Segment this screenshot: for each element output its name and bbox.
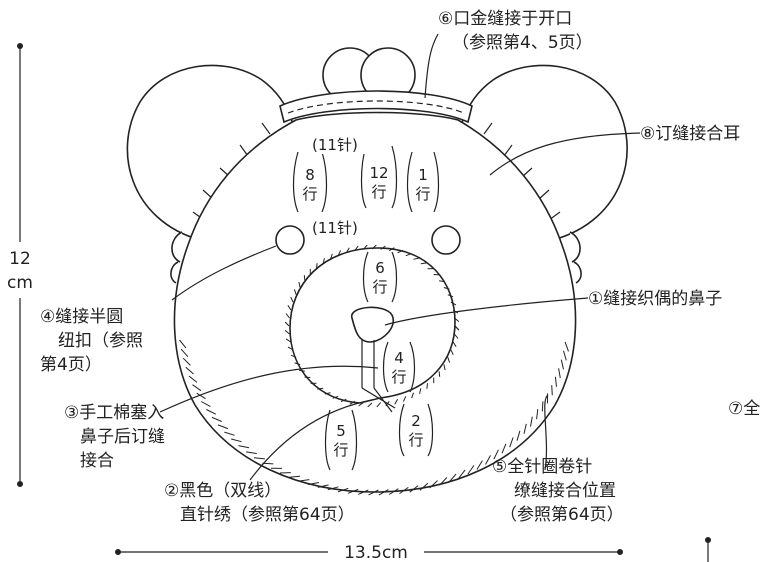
rows-4-unit: 行 (391, 368, 406, 386)
rows-2-unit: 行 (408, 431, 423, 449)
rows-8-unit: 行 (302, 185, 317, 203)
rows-8-num: 8 (305, 166, 315, 184)
count-brackets (292, 145, 440, 471)
rows-5-num: 5 (336, 422, 346, 440)
nose-stitch-lines (361, 340, 396, 413)
height-value: 12 (9, 249, 31, 269)
step4-line3: 第4页） (40, 355, 102, 375)
step7-partial: ⑦全 (728, 399, 760, 419)
step4-line1: ④缝接半圆 (40, 307, 123, 327)
body-fur-texture (179, 339, 569, 496)
nose (351, 306, 395, 343)
step6-line2: （参照第4、5页） (452, 33, 593, 53)
step3-line1: ③手工棉塞入 (64, 403, 164, 423)
rows-12-num: 12 (369, 164, 388, 182)
step3-line3: 接合 (80, 451, 114, 471)
muzzle-fur-texture (284, 244, 460, 408)
edge-marker (705, 537, 711, 562)
clasp-frame-inner-dashes (287, 100, 465, 114)
clasp-frame (279, 90, 473, 124)
step5-line2: 缭缝接合位置 (514, 481, 616, 501)
stitch-count-mid: (11针) (312, 219, 358, 237)
rows-4-num: 4 (394, 349, 404, 367)
right-side-tab (569, 231, 581, 263)
rows-1-unit: 行 (415, 185, 430, 203)
step5-line3: （参照第64页） (500, 505, 624, 525)
rows-6-unit: 行 (372, 278, 387, 296)
rows-1-num: 1 (418, 166, 428, 184)
rows-2-num: 2 (411, 412, 421, 430)
step2-line1: ②黑色（双线） (164, 481, 281, 501)
rows-5-unit: 行 (333, 441, 348, 459)
step3-line2: 鼻子后订缝 (80, 427, 165, 447)
leader-lines (159, 33, 641, 481)
step2-line2: 直针绣（参照第64页） (180, 505, 355, 525)
rows-6-num: 6 (375, 259, 385, 277)
left-side-tab (171, 231, 183, 263)
width-label: 13.5cm (344, 543, 408, 562)
step6-line1: ⑥口金缝接于开口 (438, 9, 572, 29)
stitch-count-top: (11针) (312, 136, 358, 154)
left-eye (275, 225, 305, 255)
height-unit: cm (7, 273, 33, 293)
step8-label: ⑧订缝接合耳 (640, 124, 740, 144)
right-eye (431, 225, 461, 255)
height-dimension (2, 43, 38, 487)
rows-12-unit: 行 (371, 183, 386, 201)
width-dimension (115, 540, 623, 562)
step4-line2: 纽扣（参照 (58, 331, 143, 351)
right-side-nub (573, 261, 582, 284)
step5-line1: ⑤全针圈卷针 (492, 457, 592, 477)
left-side-nub (170, 261, 179, 284)
step1-label: ①缝接织偶的鼻子 (588, 289, 722, 309)
